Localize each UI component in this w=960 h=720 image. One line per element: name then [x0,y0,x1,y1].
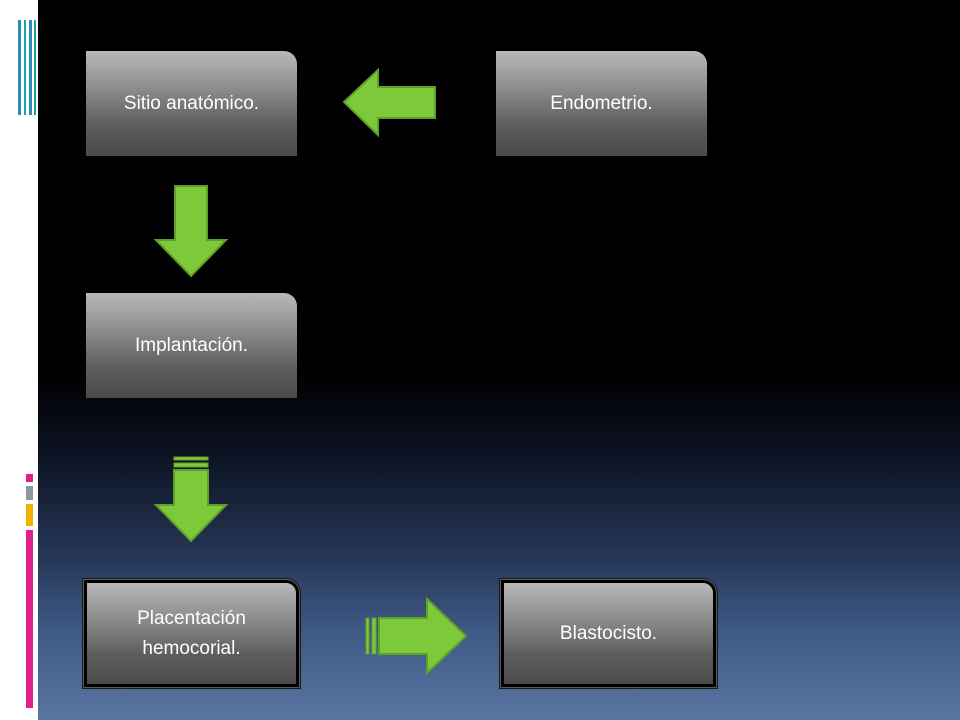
arrow-down-icon [153,185,229,278]
decorative-bars-bottom [26,474,33,708]
node-label: Sitio anatómico. [123,92,260,114]
node-blastocisto: Blastocisto. [500,579,717,688]
node-sitio-anatomico: Sitio anatómico. [86,51,297,156]
node-label: Placentación hemocorial. [137,607,246,659]
node-implantacion: Implantación. [86,293,297,398]
node-label: Endometrio. [550,92,653,114]
arrow-right-striped-icon [365,596,468,676]
decorative-bars-top [18,20,36,115]
arrow-down-striped-icon [153,456,229,543]
arrow-left-icon [342,68,436,138]
node-label: Blastocisto. [559,622,658,644]
node-label: Implantación. [134,334,248,356]
node-placentacion-hemocorial: Placentación hemocorial. [83,579,300,688]
node-endometrio: Endometrio. [496,51,707,156]
slide-decoration [0,0,38,720]
